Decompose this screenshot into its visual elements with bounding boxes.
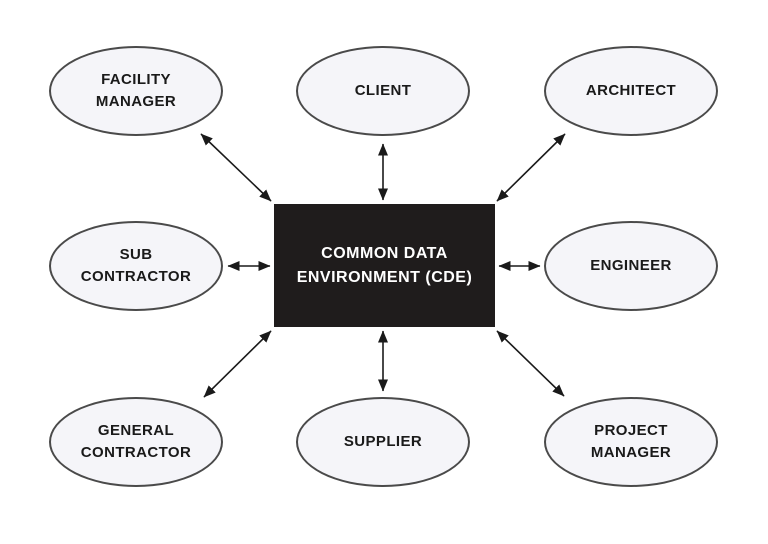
node-architect: ARCHITECT [544,46,718,136]
node-general-contractor: GENERAL CONTRACTOR [49,397,223,487]
arrow-project-manager-cde [496,330,565,397]
node-supplier: SUPPLIER [296,397,470,487]
node-engineer: ENGINEER [544,221,718,311]
node-label: SUPPLIER [343,433,423,451]
node-label: ENGINEER [590,257,672,275]
node-label: CLIENT [354,82,412,100]
node-label: GENERAL CONTRACTOR [80,422,192,461]
node-facility-manager: FACILITY MANAGER [49,46,223,136]
node-label: FACILITY MANAGER [95,71,177,110]
arrow-general-contractor-cde [203,330,272,398]
arrow-facility-manager-cde [200,133,272,202]
node-client: CLIENT [296,46,470,136]
arrow-architect-cde [496,133,566,202]
node-label: ARCHITECT [585,82,677,100]
node-label: SUB CONTRACTOR [80,246,192,285]
node-project-manager: PROJECT MANAGER [544,397,718,487]
center-label: COMMON DATA ENVIRONMENT (CDE) [296,244,473,286]
node-sub-contractor: SUB CONTRACTOR [49,221,223,311]
node-common-data-environment: COMMON DATA ENVIRONMENT (CDE) [274,204,495,327]
node-label: PROJECT MANAGER [590,422,672,461]
